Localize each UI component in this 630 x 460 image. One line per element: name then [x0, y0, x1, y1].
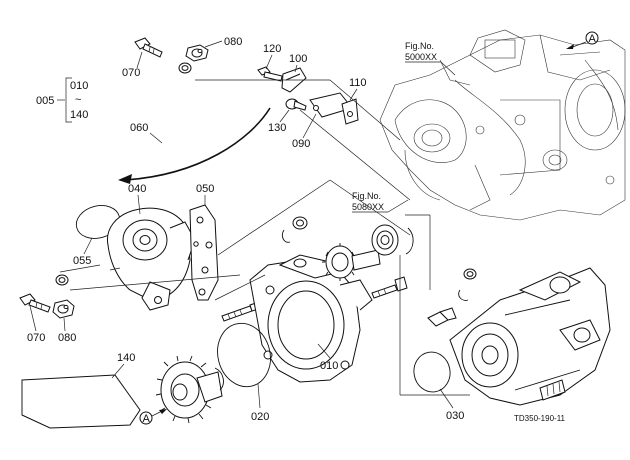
drive-gear [155, 355, 223, 424]
fig-ref-5000: Fig.No. 5000XX [405, 41, 456, 76]
pump-body-040 [106, 207, 196, 311]
callout-130: 130 [268, 122, 286, 134]
callout-010: 010 [320, 360, 338, 372]
connector-a-letter: A [143, 413, 151, 425]
bolt-070-top [134, 37, 163, 58]
callout-080-bottom: 080 [58, 332, 76, 344]
connector-a-bottom: A [139, 409, 167, 425]
fig-ref-5080: Fig.No. 5080XX [352, 191, 409, 213]
callout-060: 060 [130, 122, 148, 134]
engine-block-illustration [379, 29, 626, 221]
bearing [371, 224, 399, 256]
washer-080-bottom [52, 299, 75, 319]
callout-range-010: 010 [70, 80, 88, 92]
bolt-120 [257, 66, 283, 82]
stud-bolt-center [221, 302, 259, 322]
collar [292, 216, 308, 230]
bolt-130 [285, 98, 307, 111]
callout-020: 020 [251, 411, 269, 423]
callout-055: 055 [73, 255, 91, 267]
oil-pipe-060 [55, 62, 192, 286]
callout-140: 140 [117, 352, 135, 364]
bolt-center-right [371, 276, 408, 299]
sealant-sheet-140 [21, 374, 141, 429]
callout-100: 100 [289, 53, 307, 65]
callout-080-top: 080 [224, 36, 242, 48]
gear-housing-010 [249, 254, 373, 383]
callout-070-bottom: 070 [27, 332, 45, 344]
callout-030: 030 [446, 410, 464, 422]
hydraulic-pump [449, 267, 611, 406]
callout-070-top: 070 [122, 67, 140, 79]
callout-090: 090 [292, 138, 310, 150]
fig-ref-label: Fig.No. [352, 191, 381, 201]
fig-ref-number: 5000XX [405, 52, 437, 62]
assembly-range-005: 005 010 ~ 140 [36, 77, 88, 123]
bolt-070-bottom [19, 293, 51, 313]
callout-range-140: 140 [70, 109, 88, 121]
snap-ring-small [281, 229, 291, 243]
fig-ref-label: Fig.No. [405, 41, 434, 51]
snap-ring-bearing [405, 227, 414, 255]
range-tilde: ~ [75, 94, 81, 106]
fig-ref-number: 5080XX [352, 202, 384, 212]
gasket-plate-050 [189, 204, 219, 301]
small-parts-right [427, 268, 477, 327]
plate-110 [309, 92, 359, 125]
callout-050: 050 [196, 183, 214, 195]
callout-040: 040 [128, 183, 146, 195]
connector-a-top: A [566, 31, 599, 49]
callout-005: 005 [36, 95, 54, 107]
assembly-arrow [118, 107, 271, 184]
snap-ring-gear [214, 367, 224, 391]
o-ring-020 [217, 322, 271, 388]
connector-a-letter: A [589, 33, 597, 45]
callout-110: 110 [349, 77, 367, 89]
washer-080-top [185, 44, 209, 62]
idle-gear-shaft [322, 243, 381, 281]
gasket-055 [75, 205, 121, 239]
drawing-code: TD350-190-11 [514, 414, 566, 423]
o-ring-030 [413, 351, 451, 393]
callout-120: 120 [263, 43, 281, 55]
